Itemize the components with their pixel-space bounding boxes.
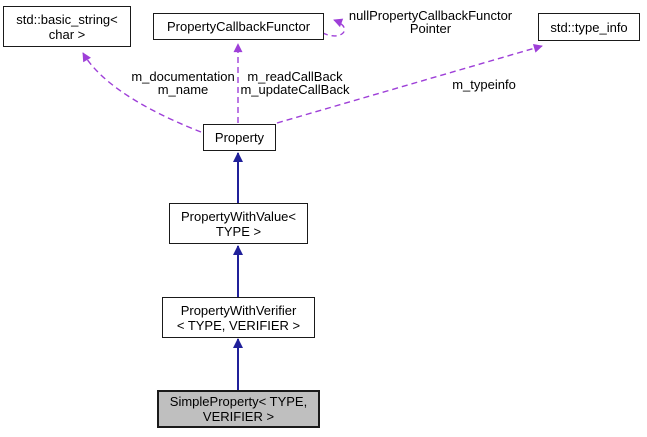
node-property-with-value[interactable]: PropertyWithValue< TYPE > <box>169 203 308 244</box>
node-std-type-info[interactable]: std::type_info <box>538 13 640 41</box>
node-property-with-verifier[interactable]: PropertyWithVerifier < TYPE, VERIFIER > <box>162 297 315 338</box>
node-label-line: PropertyWithValue< <box>180 208 296 224</box>
edge-label-null-functor-pointer: nullPropertyCallbackFunctor Pointer <box>348 9 513 35</box>
node-std-basic-string[interactable]: std::basic_string< char > <box>3 6 131 47</box>
node-label-line: std::type_info <box>550 19 628 35</box>
edge-member-property-to-typeinfo <box>276 43 543 124</box>
edge-label-typeinfo-member: m_typeinfo <box>434 78 534 91</box>
node-label-line: std::basic_string< <box>16 11 118 27</box>
node-label-line: PropertyWithVerifier <box>180 302 297 318</box>
node-label-line: VERIFIER > <box>202 409 275 424</box>
edge-member-callbackfunctor-self-loop <box>322 18 346 37</box>
node-label-line: Property <box>214 130 265 145</box>
edge-label-line: m_name <box>157 82 209 97</box>
node-label-line: char > <box>48 26 86 42</box>
edge-label-line: m_updateCallBack <box>240 82 350 97</box>
node-property-callback-functor[interactable]: PropertyCallbackFunctor <box>153 13 324 40</box>
node-label-line: SimpleProperty< TYPE, <box>169 394 308 409</box>
node-property[interactable]: Property <box>203 124 276 151</box>
node-label-line: TYPE > <box>215 223 262 239</box>
edge-member-property-to-basicstring <box>82 52 202 133</box>
edge-label-line: m_typeinfo <box>452 77 516 92</box>
node-label-line: PropertyCallbackFunctor <box>166 19 311 34</box>
edge-label-line: m_readCallBack <box>247 69 343 84</box>
node-label-line: < TYPE, VERIFIER > <box>176 317 301 333</box>
edge-label-line: m_documentation <box>131 69 235 84</box>
edge-label-string-members: m_documentation m_name <box>126 70 240 96</box>
edge-label-line: Pointer <box>409 21 452 36</box>
edge-label-callback-members: m_readCallBack m_updateCallBack <box>239 70 351 96</box>
node-simple-property-current: SimpleProperty< TYPE, VERIFIER > <box>157 390 320 428</box>
edge-label-line: nullPropertyCallbackFunctor <box>348 8 513 23</box>
